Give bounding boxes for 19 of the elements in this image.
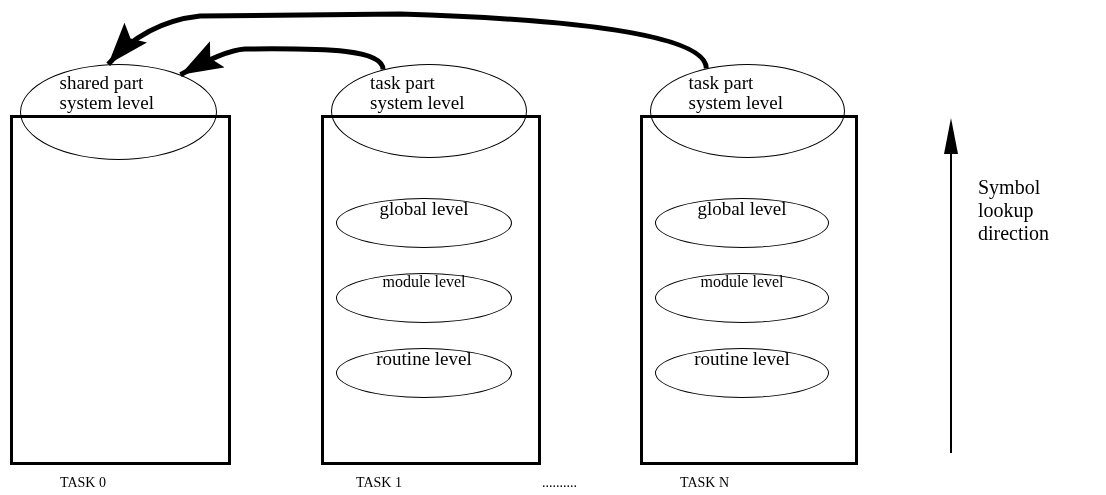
task-label: TASK 0 [60,474,106,492]
task-box [321,115,541,465]
level-label: routine level [376,349,472,369]
level-label: task part system level [370,73,466,113]
direction-label: Symbol lookup direction [978,176,1051,245]
level-label: module level [700,274,784,291]
level-label: task part system level [688,73,784,113]
task-box [640,115,858,465]
level-label: routine level [694,349,790,369]
arrow [179,41,386,77]
level-label: global level [379,199,469,219]
ellipsis-label: .......... [542,474,577,492]
task-label: TASK 1 [356,474,402,492]
level-label: global level [697,199,787,219]
level-label: shared part system level [59,73,155,113]
level-label: module level [382,274,466,291]
task-box [10,115,231,465]
task-label: TASK N [680,474,730,492]
arrow [106,11,709,70]
